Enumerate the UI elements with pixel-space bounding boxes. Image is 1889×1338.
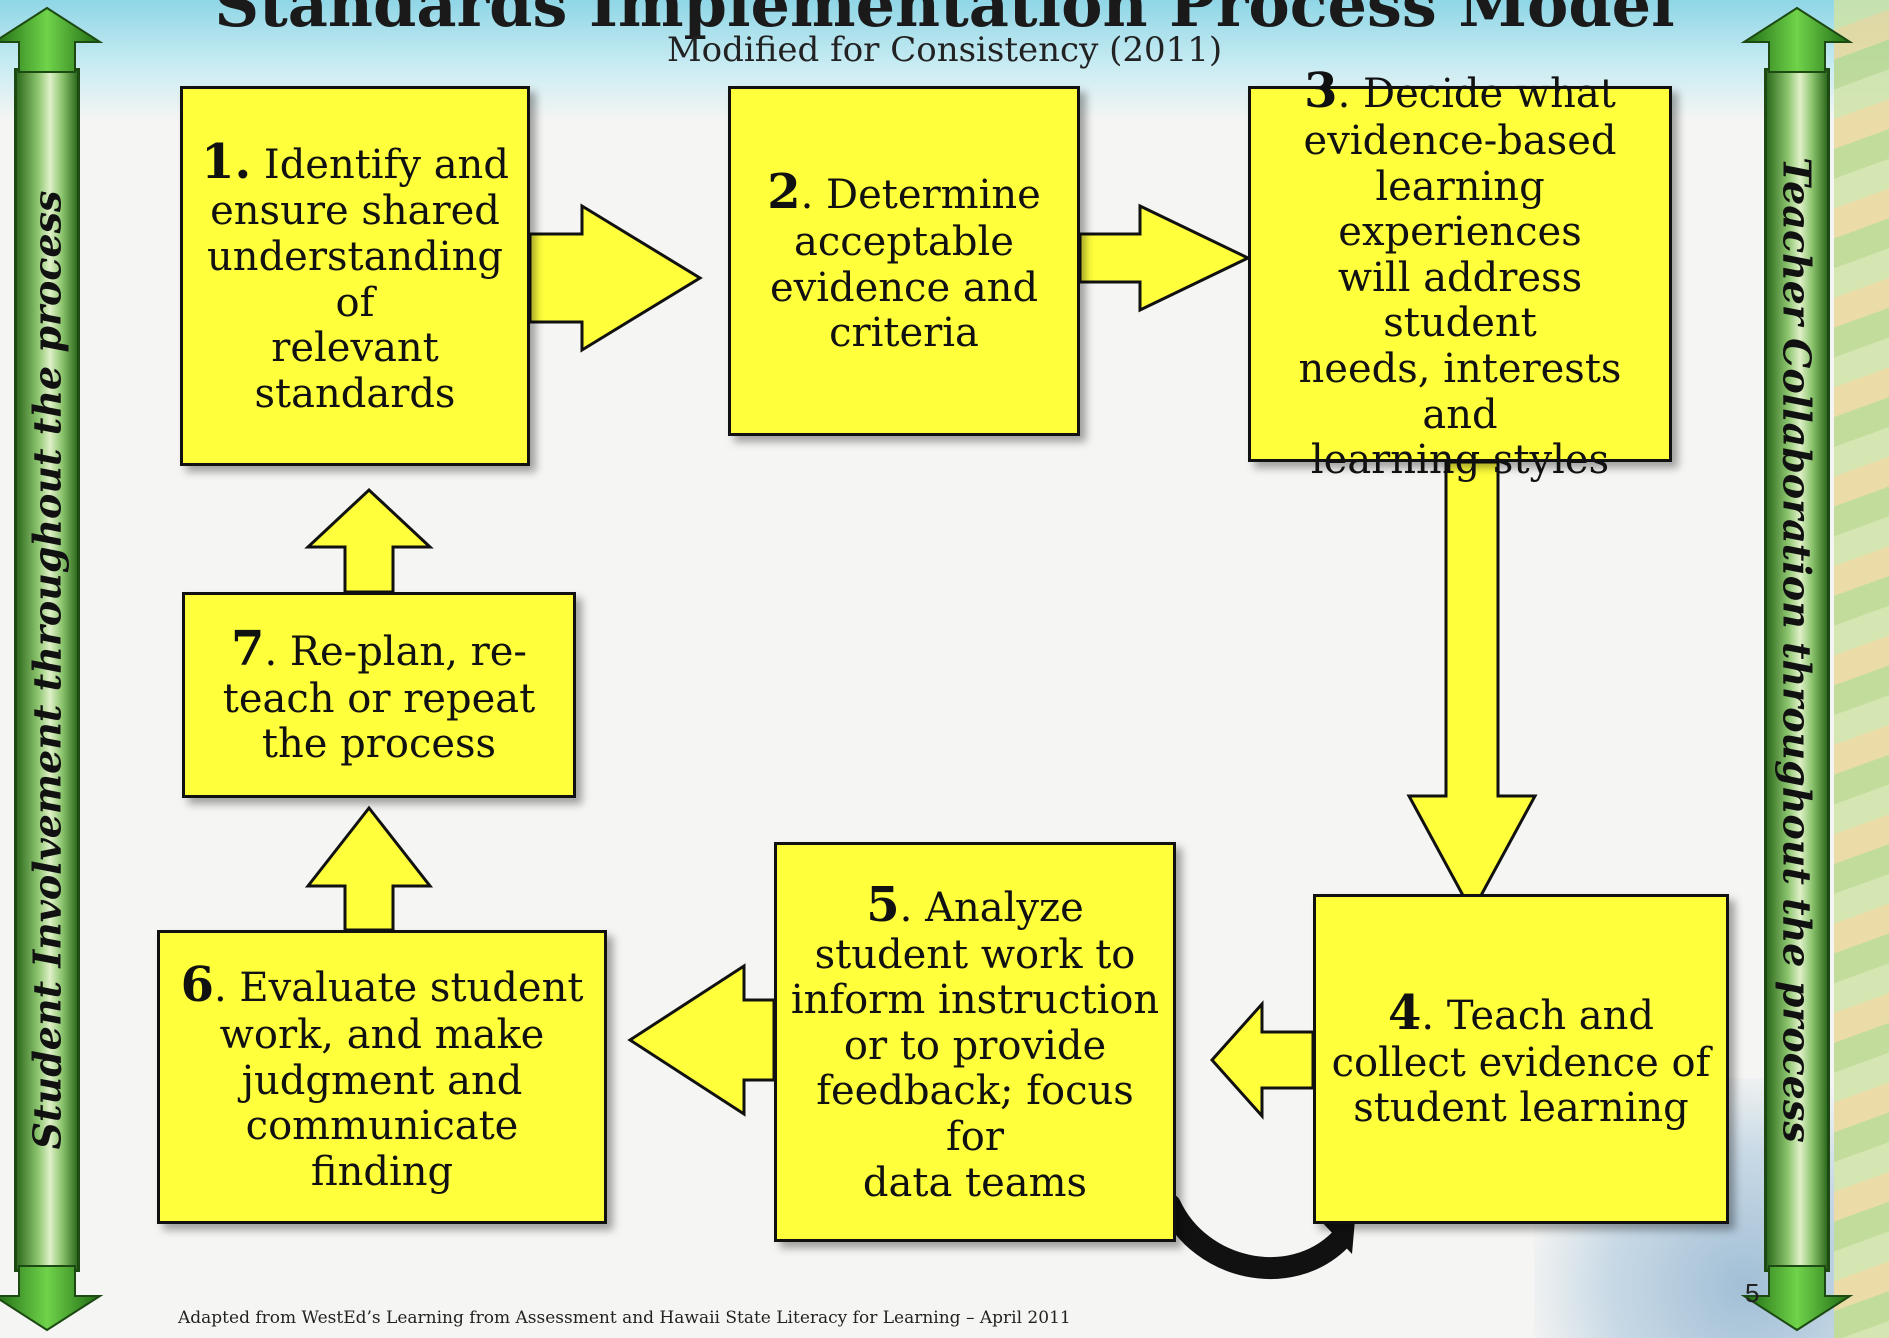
arrow-step6-to-step7 — [304, 805, 434, 932]
right-bar-top-arrow-icon — [1740, 6, 1854, 73]
step-1-text: Identify and ensure shared understanding… — [207, 141, 509, 417]
arrow-step7-to-step1 — [304, 487, 434, 594]
step-2-box: 2. Determine acceptable evidence and cri… — [728, 86, 1080, 436]
left-bar-label: Student Involvement throughout the proce… — [24, 190, 70, 1150]
step-3-text: . Decide what evidence-based learning ex… — [1298, 71, 1622, 484]
step-7-box: 7. Re-plan, re- teach or repeat the proc… — [182, 592, 576, 798]
curved-return-arrow-icon — [1159, 1194, 1351, 1280]
step-3-box: 3. Decide what evidence-based learning e… — [1248, 64, 1672, 483]
arrow-step3-to-step4 — [1406, 460, 1538, 916]
left-bar — [14, 68, 80, 1272]
step-1-number: 1. — [201, 133, 252, 190]
step-4-number: 4 — [1387, 985, 1422, 1042]
decorative-right-strip — [1834, 0, 1889, 1338]
step-5-text: . Analyze student work to inform instruc… — [790, 884, 1160, 1206]
arrow-step2-to-step3 — [1078, 203, 1252, 313]
step-7-text: . Re-plan, re- teach or repeat the proce… — [222, 629, 536, 768]
step-3-number: 3 — [1304, 63, 1338, 120]
step-5-number: 5 — [866, 876, 900, 933]
step-2-text: . Determine acceptable evidence and crit… — [769, 172, 1041, 357]
step-4-text: . Teach and collect evidence of student … — [1331, 993, 1711, 1132]
page-number: 5 — [1745, 1278, 1760, 1308]
right-bar-bottom-arrow-icon — [1740, 1265, 1854, 1332]
arrow-step1-to-step2 — [528, 203, 703, 353]
arrow-step4-to-step5 — [1209, 1000, 1315, 1120]
right-bar-label: Teacher Collaboration throughout the pro… — [1774, 157, 1820, 1143]
arrow-step5-to-step6 — [627, 963, 776, 1117]
page-title: Standards Implementation Process Model — [214, 0, 1675, 41]
step-6-box: 6. Evaluate student work, and make judgm… — [157, 930, 607, 1224]
page-subtitle: Modified for Consistency (2011) — [666, 30, 1223, 70]
left-bar-bottom-arrow-icon — [0, 1265, 104, 1332]
step-5-box: 5. Analyze student work to inform instru… — [774, 842, 1176, 1242]
step-6-text: . Evaluate student work, and make judgme… — [213, 965, 584, 1195]
right-bar — [1764, 68, 1830, 1272]
left-bar-top-arrow-icon — [0, 6, 104, 73]
step-2-number: 2 — [767, 164, 801, 221]
footer-credit: Adapted from WestEd’s Learning from Asse… — [178, 1308, 1071, 1328]
step-1-box: 1. Identify and ensure shared understand… — [180, 86, 530, 466]
step-7-number: 7 — [231, 621, 265, 678]
step-6-number: 6 — [180, 957, 214, 1014]
step-4-box: 4. Teach and collect evidence of student… — [1313, 894, 1729, 1224]
